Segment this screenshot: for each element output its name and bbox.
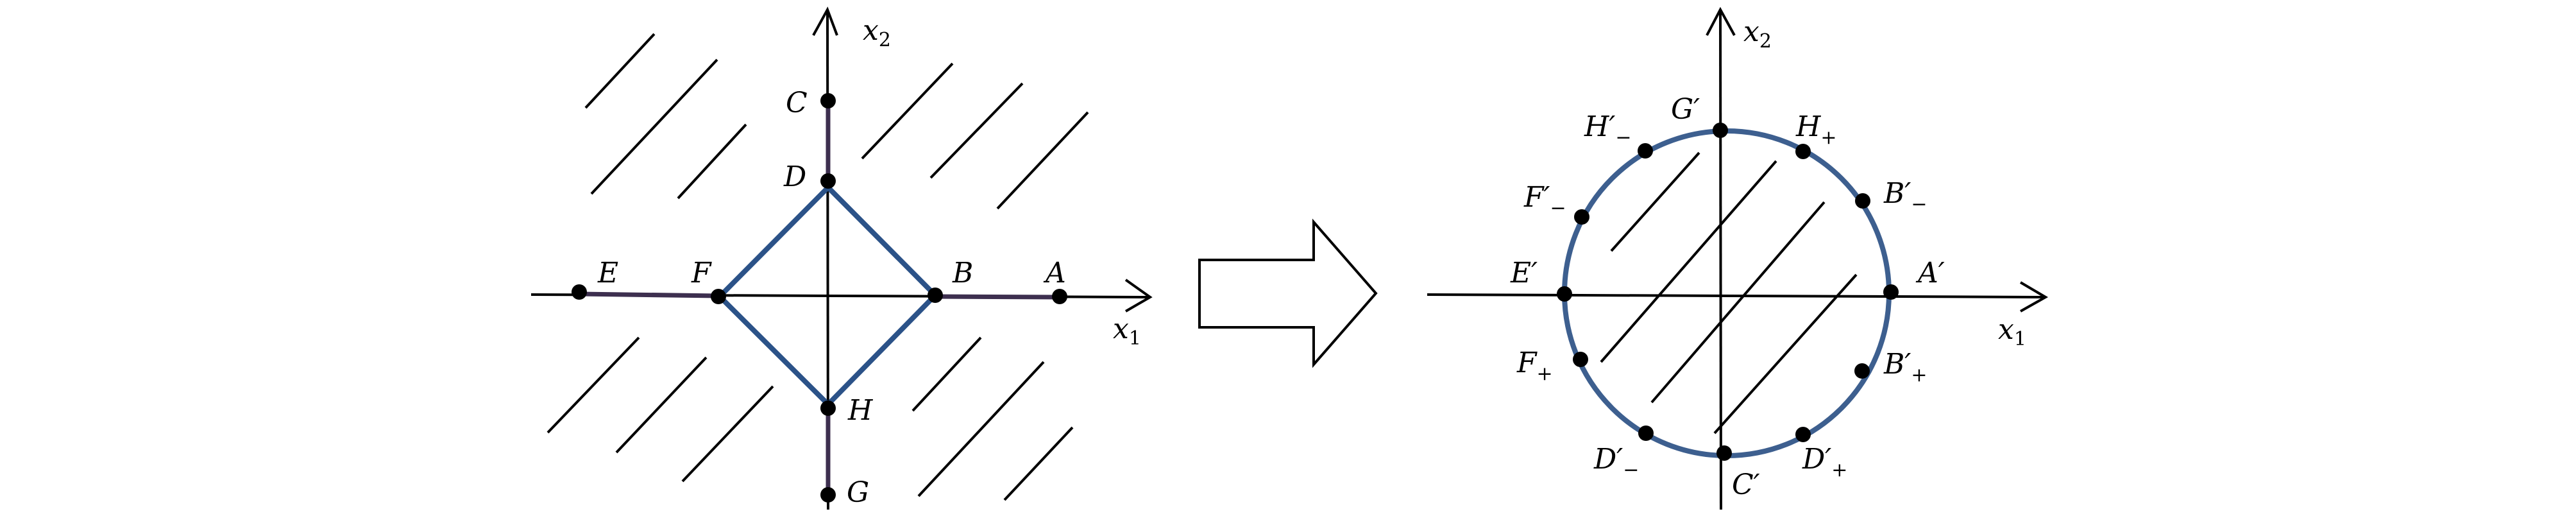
right-point-dot bbox=[1855, 193, 1870, 209]
hatch-line bbox=[547, 336, 640, 434]
left-y-axis-label: x2 bbox=[863, 14, 891, 51]
right-y-axis bbox=[1719, 10, 1722, 510]
right-point-dot bbox=[1557, 286, 1572, 302]
left-point-dot bbox=[820, 400, 836, 416]
hatch-line bbox=[911, 336, 982, 412]
left-point-dot bbox=[711, 289, 726, 304]
left-point-label: H bbox=[847, 394, 874, 427]
left-point-label: D bbox=[783, 160, 806, 193]
left-point-dot bbox=[928, 288, 943, 303]
left-x-axis-label: x1 bbox=[1113, 313, 1141, 350]
right-point-label: D′+ bbox=[1802, 443, 1847, 481]
left-point-dot bbox=[820, 487, 836, 503]
left-points: A B C D E F G H bbox=[572, 87, 1067, 509]
right-point-dot bbox=[1795, 144, 1811, 159]
right-point-label: E′ bbox=[1510, 257, 1538, 289]
hatch-line bbox=[996, 111, 1089, 210]
hatch-line bbox=[677, 123, 747, 200]
left-point-label: G bbox=[847, 476, 869, 509]
right-point-label: G′ bbox=[1671, 93, 1700, 126]
left-diagram: A B C D E F G H x2 x1 bbox=[530, 6, 1153, 510]
right-point-label: D′− bbox=[1593, 443, 1639, 481]
left-x-axis-arrowhead bbox=[1124, 279, 1153, 313]
hatch-line bbox=[1650, 201, 1826, 404]
left-point-label: B bbox=[952, 257, 973, 289]
hatch-line bbox=[1610, 151, 1700, 252]
hatch-line bbox=[590, 58, 718, 195]
right-point-dot bbox=[1713, 123, 1728, 138]
right-point-label: H+ bbox=[1795, 110, 1837, 149]
left-y-axis-arrowhead bbox=[812, 6, 838, 36]
right-point-label: A′ bbox=[1915, 257, 1945, 289]
right-x-axis bbox=[1427, 293, 2044, 298]
right-y-axis-label: x2 bbox=[1743, 15, 1772, 53]
left-point-label: C bbox=[786, 87, 808, 119]
right-x-axis-label: x1 bbox=[1998, 313, 2026, 350]
right-point-dot bbox=[1854, 363, 1870, 379]
left-point-label: F bbox=[691, 257, 712, 289]
right-point-label: H′− bbox=[1584, 110, 1632, 149]
right-point-label: B′− bbox=[1883, 177, 1927, 216]
hatch-line bbox=[1713, 273, 1858, 434]
right-y-axis-arrowhead bbox=[1706, 6, 1736, 36]
hatch-line bbox=[681, 385, 774, 483]
right-x-axis-arrowhead bbox=[2019, 281, 2049, 313]
right-point-dot bbox=[1574, 209, 1589, 225]
left-point-label: E bbox=[597, 257, 618, 289]
right-point-dot bbox=[1638, 143, 1653, 159]
hatch-line bbox=[584, 33, 656, 109]
right-diagram: A′ B′− H+ G′ H′− F′− E′ F+ D′− C′ D′+ B′+ x2 x1 bbox=[1427, 6, 2049, 510]
right-point-label: F′− bbox=[1523, 181, 1566, 219]
left-hatching bbox=[547, 33, 1089, 501]
hatch-line bbox=[917, 361, 1045, 497]
right-point-dot bbox=[1573, 352, 1588, 367]
hatch-line bbox=[615, 356, 708, 454]
hatch-line bbox=[1600, 160, 1777, 363]
right-point-label: F+ bbox=[1516, 347, 1553, 385]
right-point-label: B′+ bbox=[1883, 348, 1927, 386]
left-ray-segments bbox=[579, 101, 1060, 495]
left-point-dot bbox=[820, 173, 836, 189]
ray-e-f bbox=[579, 291, 719, 298]
right-point-label: C′ bbox=[1732, 469, 1760, 501]
left-point-label: A bbox=[1043, 257, 1066, 289]
right-hatching bbox=[1600, 151, 1858, 434]
left-point-dot bbox=[1052, 289, 1067, 304]
left-point-dot bbox=[572, 284, 587, 300]
hatch-line bbox=[861, 62, 954, 160]
hatch-line bbox=[1003, 426, 1074, 501]
left-point-dot bbox=[820, 93, 836, 108]
right-point-dot bbox=[1883, 284, 1899, 300]
hatch-line bbox=[929, 82, 1024, 179]
right-point-dot bbox=[1795, 427, 1811, 442]
right-points: A′ B′− H+ G′ H′− F′− E′ F+ D′− C′ D′+ B′+ bbox=[1510, 93, 1945, 501]
right-point-dot bbox=[1716, 445, 1732, 461]
block-arrow-right bbox=[1198, 218, 1378, 368]
right-point-dot bbox=[1638, 426, 1654, 441]
